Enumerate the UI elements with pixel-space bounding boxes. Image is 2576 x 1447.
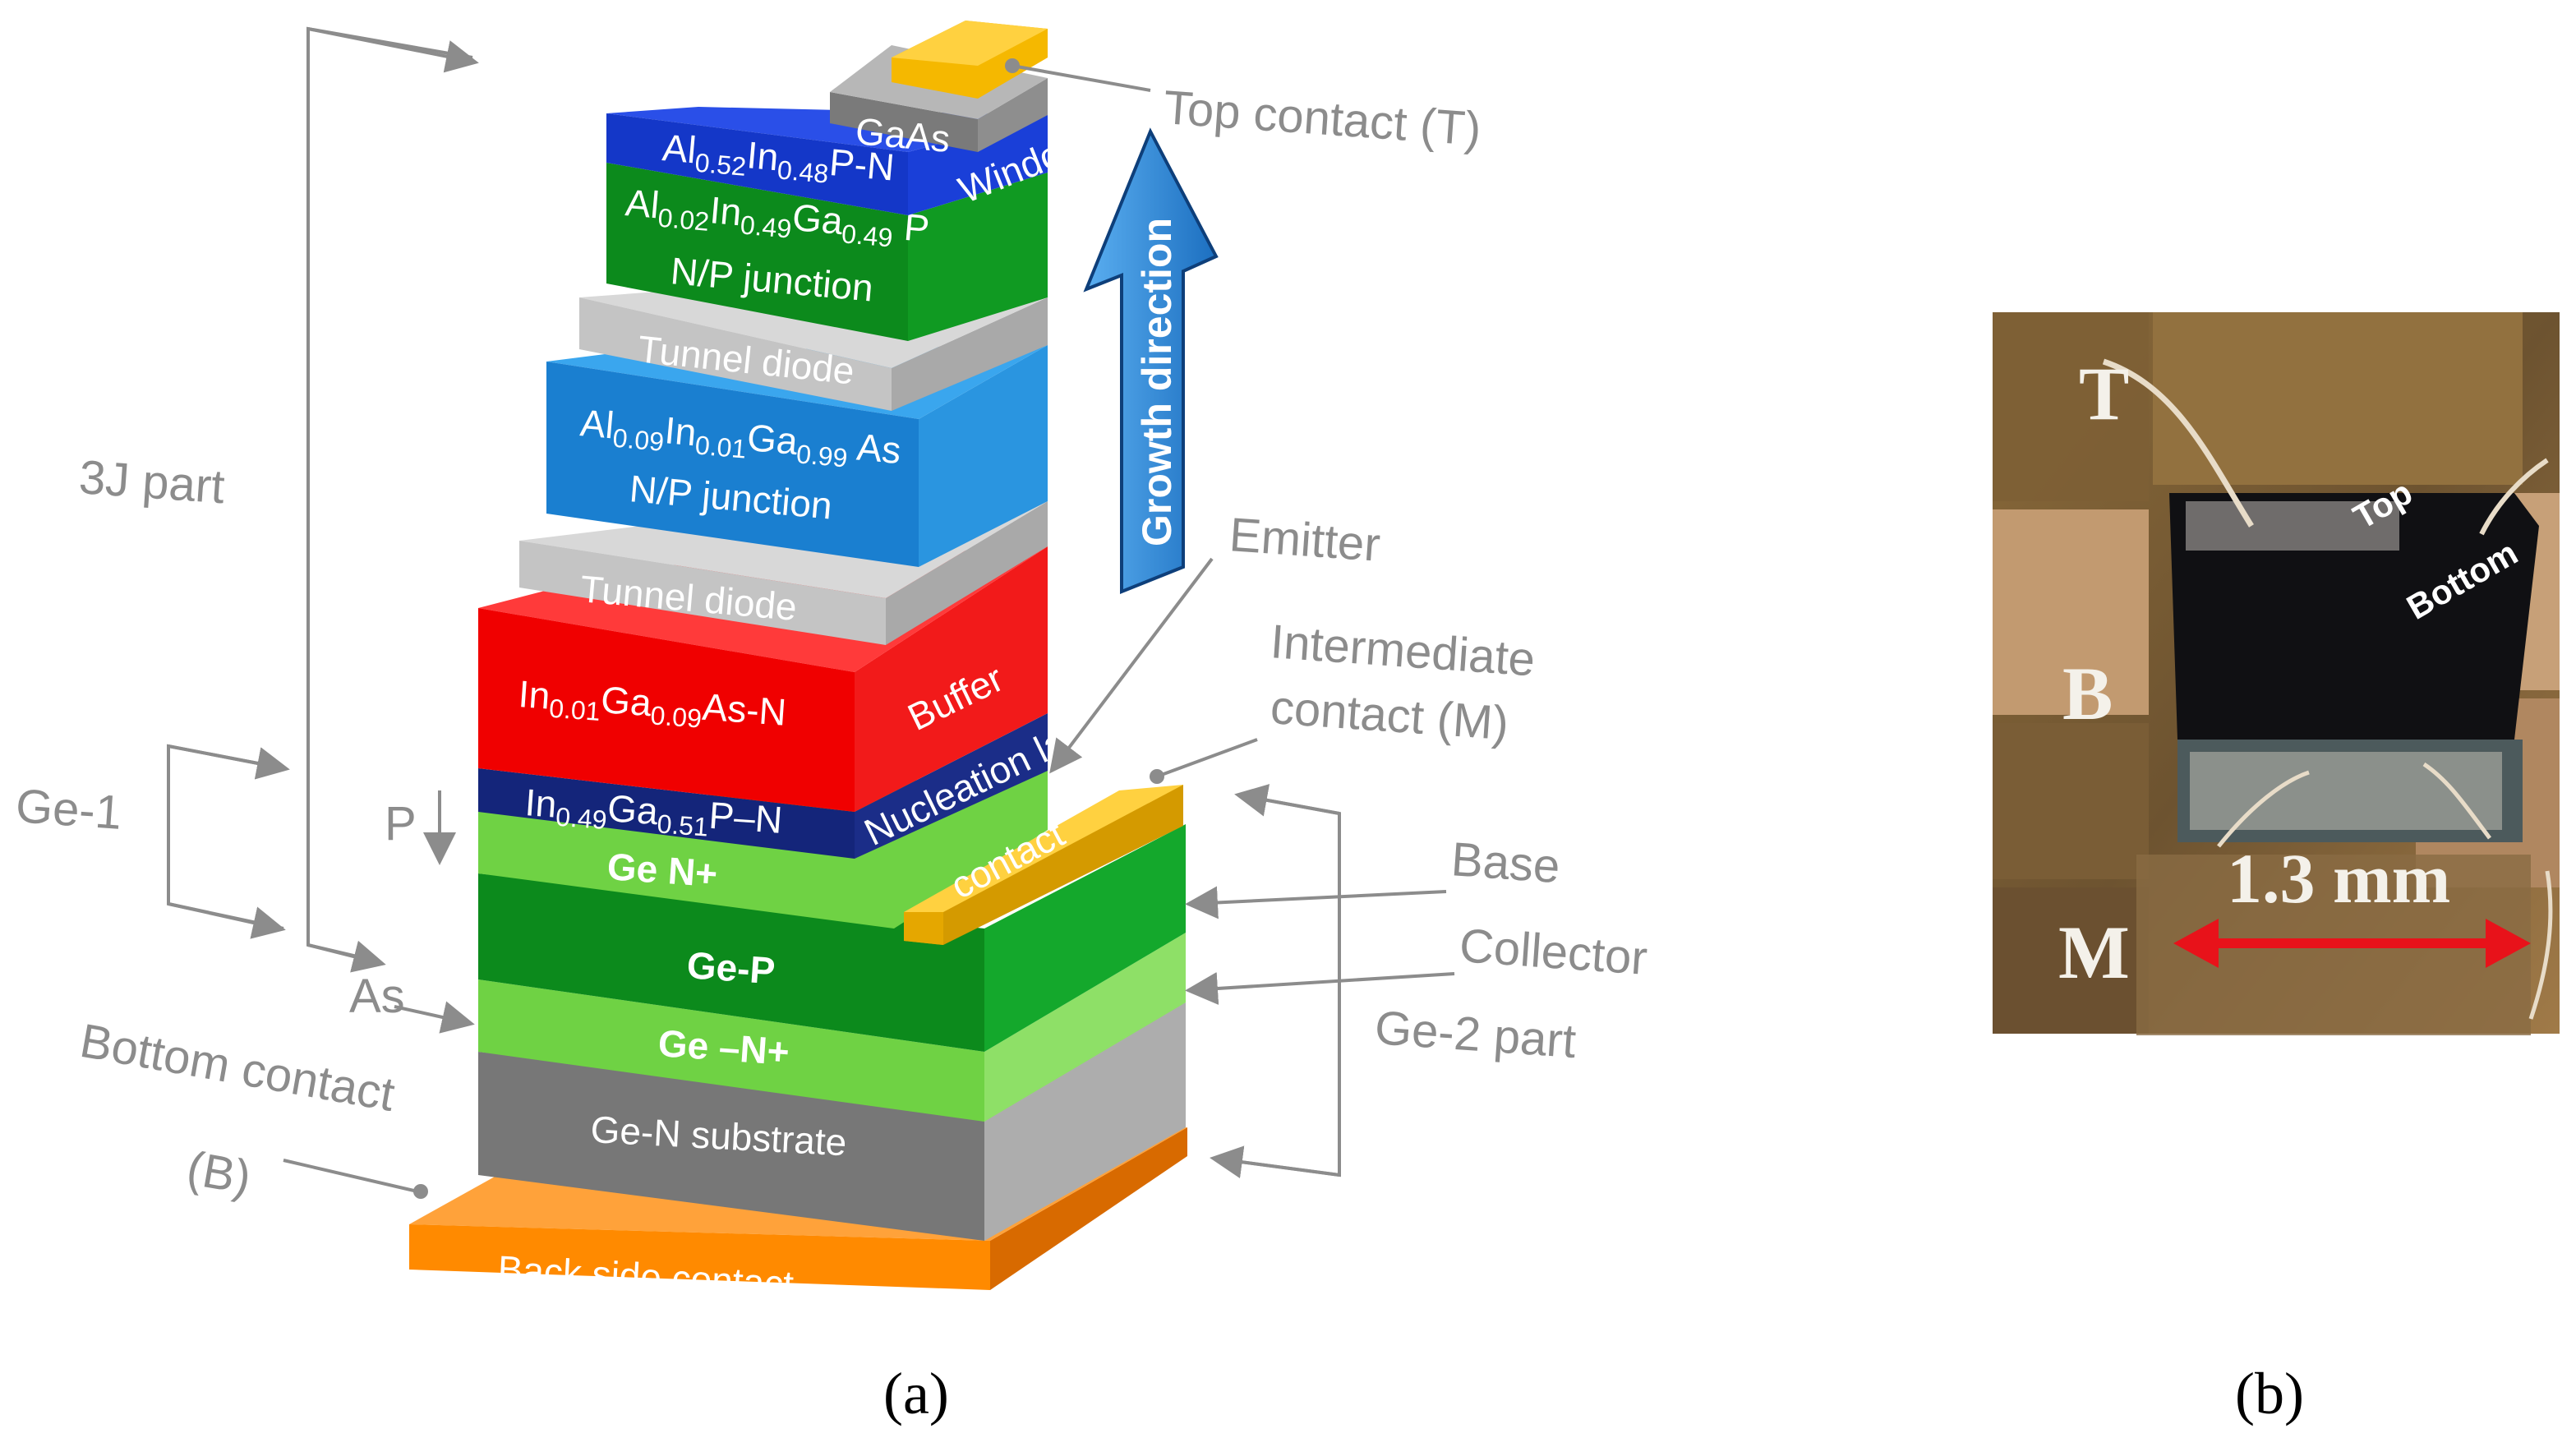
annotation-lines [167,26,1455,1199]
middle-junction-formula: Al0.09In0.01Ga0.99 As [578,401,903,477]
top-contact-pad [892,21,1048,99]
scale-label: 1.3 mm [2227,839,2450,918]
as-marker-arrow [394,1001,475,1034]
collector-leader [1185,972,1455,1005]
layer-stack: Back side contact Ge-N substrate Ge –N+ … [409,21,1187,1306]
device-photo: T B M Top Bottom 1.3 mm [1993,312,2560,1035]
panel-a-caption: (a) [883,1361,949,1426]
ge-p-label: Ge-P [685,943,776,992]
ge-n-plus-bottom-layer: Ge –N+ [478,933,1186,1122]
alinp-formula: Al0.52In0.48P-N [661,126,896,194]
gaas-label: GaAs [854,109,952,160]
three-j-part-label: 3J part [77,450,226,514]
top-contact-strip [2186,501,2399,551]
letter-b: B [2062,652,2113,735]
growth-direction-label: Growth direction [1134,218,1180,546]
top-contact-label: Top contact (T) [1162,81,1482,156]
emitter-label: Emitter [1228,508,1382,572]
ge-n-plus-bottom-label: Ge –N+ [657,1021,790,1073]
letter-m: M [2058,910,2130,994]
chip-body [2169,493,2539,740]
ge1-bracket [167,744,284,930]
ge-n-plus-label: Ge N+ [606,845,719,895]
bond-wire-right [2479,458,2549,536]
top-contact-leader [1012,64,1151,92]
panel-b-caption: (b) [2235,1361,2304,1426]
collector-label: Collector [1458,919,1649,985]
as-marker-label: As [349,970,405,1023]
intermediate-label-line2: contact (M) [1269,680,1510,750]
bond-wire-bottom-left [2217,770,2310,848]
bottom-contact-label-line1: Bottom contact [76,1014,399,1122]
bottom-contact-leader [283,1159,418,1193]
base-label: Base [1449,832,1561,893]
growth-direction-arrow: Growth direction [1083,127,1219,594]
ge2-part-label: Ge-2 part [1373,1001,1578,1068]
bond-wire-bottom-right [2422,762,2492,840]
intermediate-leader [1156,738,1258,778]
letter-t: T [2079,352,2129,435]
emitter-leader [1049,557,1214,774]
intermediate-label-line1: Intermediate [1269,615,1537,686]
bottom-contact-label-line2: (B) [183,1141,255,1205]
p-marker-label: P [385,797,417,850]
ge1-label: Ge-1 [14,779,123,840]
base-leader [1185,886,1447,919]
buffer-formula: In0.01Ga0.09As-N [517,672,788,740]
scale-bar-arrow [2173,919,2531,968]
top-junction-layer: Al0.02In0.49Ga0.49 P N/P junction [606,163,1048,341]
nucleation-formula: In0.49Ga0.51P–N [523,781,784,847]
bond-wire-top [2102,358,2254,528]
